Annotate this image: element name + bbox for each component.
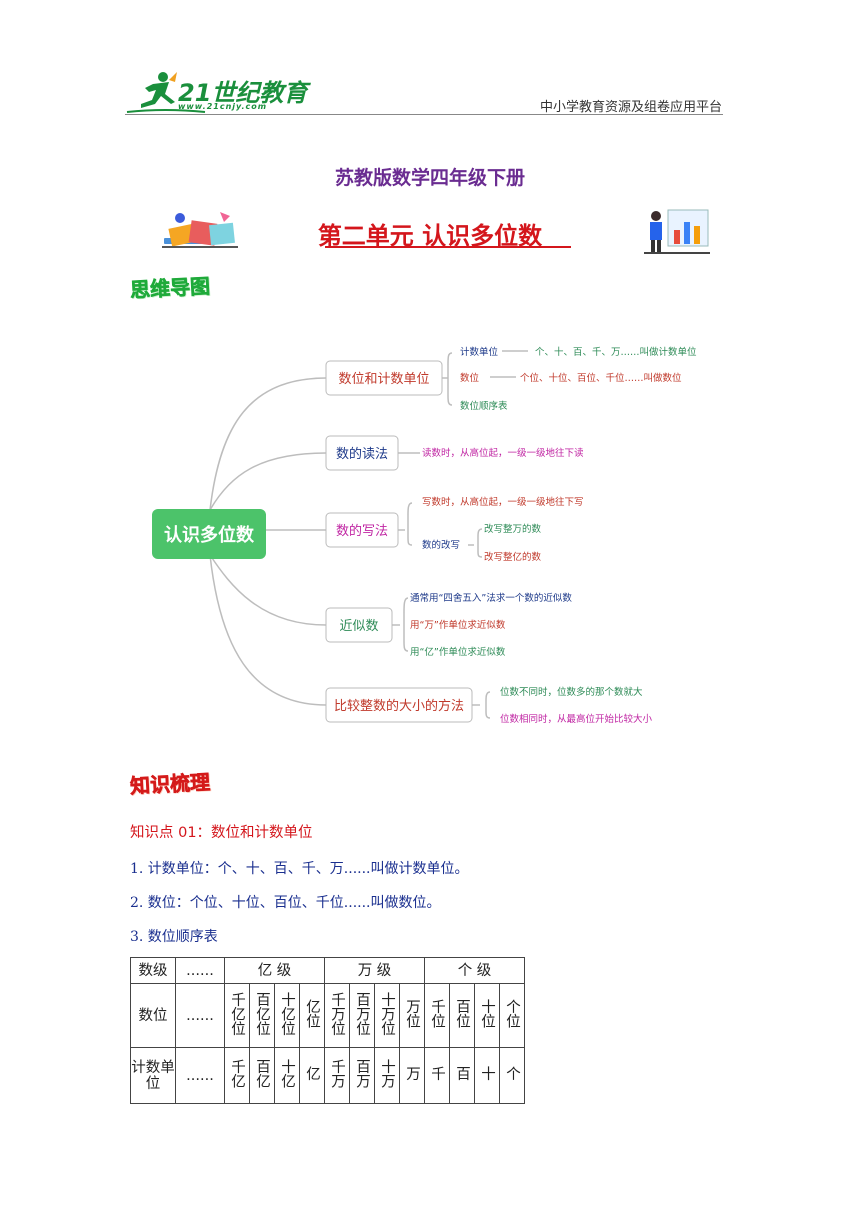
- mindmap-root: 认识多位数: [164, 524, 255, 546]
- position-cell: 十万位: [374, 983, 400, 1048]
- unit-title-underline: [325, 246, 571, 248]
- unit-cell: 十亿: [274, 1047, 300, 1104]
- header-divider: [125, 114, 723, 115]
- group-ge: 个 级: [424, 957, 525, 984]
- ellipsis-cell: ......: [175, 1047, 225, 1104]
- mindmap-leaf-detail: 个、十、百、千、万……叫做计数单位: [535, 346, 697, 358]
- ellipsis-cell: ......: [175, 983, 225, 1048]
- position-cell: 十位: [474, 983, 500, 1048]
- position-cell: 万位: [399, 983, 425, 1048]
- position-cell: 千亿位: [224, 983, 250, 1048]
- position-cell: 千万位: [324, 983, 350, 1048]
- knowledge-line-3: 3. 数位顺序表: [130, 929, 218, 945]
- unit-cell: 十: [474, 1047, 500, 1104]
- books-illustration-icon: [162, 212, 238, 248]
- mindmap-branch-box-5: [325, 687, 473, 723]
- unit-cell: 万: [399, 1047, 425, 1104]
- mindmap-branch-3: 数的写法: [336, 523, 388, 539]
- mindmap-branch-box-4: [325, 607, 393, 643]
- mindmap-leaf-detail: 个位、十位、百位、千位……叫做数位: [520, 372, 682, 384]
- mindmap-leaf: 写数时，从高位起，一级一级地往下写: [422, 496, 584, 508]
- logo-text: 21世纪教育: [178, 79, 308, 107]
- mindmap-heading: 思维导图: [129, 273, 211, 303]
- unit-cell: 百: [449, 1047, 475, 1104]
- mindmap-branch-box-3: [325, 512, 399, 548]
- mindmap-leaf: 数位顺序表: [460, 400, 508, 412]
- header-platform-text: 中小学教育资源及组卷应用平台: [540, 100, 723, 115]
- document-title: 苏教版数学四年级下册: [334, 167, 525, 189]
- position-cell: 百万位: [349, 983, 375, 1048]
- unit-cell: 千亿: [224, 1047, 250, 1104]
- unit-cell: 亿: [299, 1047, 325, 1104]
- position-cell: 百位: [449, 983, 475, 1048]
- mindmap-branch-1: 数位和计数单位: [338, 372, 429, 387]
- mindmap-branch-box-1: [325, 360, 443, 396]
- unit-cell: 千: [424, 1047, 450, 1104]
- group-wan: 万 级: [324, 957, 425, 984]
- mindmap-branch-5: 比较整数的大小的方法: [334, 698, 464, 714]
- knowledge-point-title: 知识点 01：数位和计数单位: [130, 825, 313, 841]
- unit-cell: 个: [499, 1047, 525, 1104]
- mindmap-branch-2: 数的读法: [336, 446, 388, 462]
- mindmap-leaf: 位数相同时，从最高位开始比较大小: [500, 713, 653, 725]
- mindmap-leaf: 位数不同时，位数多的那个数就大: [500, 686, 643, 698]
- mindmap-leaf: 用“万”作单位求近似数: [410, 619, 506, 631]
- unit-cell: 百万: [349, 1047, 375, 1104]
- unit-cell: 十万: [374, 1047, 400, 1104]
- position-cell: 百亿位: [249, 983, 275, 1048]
- mindmap-root-box: [152, 509, 266, 559]
- logo-url: www.21cnjy.com: [178, 102, 268, 111]
- position-cell: 亿位: [299, 983, 325, 1048]
- knowledge-heading: 知识梳理: [129, 769, 211, 799]
- mindmap-leaf: 通常用“四舍五入”法求一个数的近似数: [410, 592, 572, 604]
- unit-title: 第二单元 认识多位数: [317, 221, 543, 250]
- row-label-unit: 计数单位: [130, 1047, 176, 1104]
- mindmap-leaf: 用“亿”作单位求近似数: [410, 646, 506, 658]
- logo-runner-icon: [126, 72, 206, 113]
- mindmap-leaf: 数位: [460, 372, 480, 384]
- position-cell: 十亿位: [274, 983, 300, 1048]
- mindmap-leaf: 数的改写: [422, 539, 460, 551]
- knowledge-line-2: 2. 数位：个位、十位、百位、千位......叫做数位。: [130, 895, 441, 911]
- unit-cell: 百亿: [249, 1047, 275, 1104]
- place-value-table: 数级 ...... 亿 级 万 级 个 级 数位 ...... 千亿位 百亿位 …: [130, 957, 525, 1104]
- row-label-level: 数级: [130, 957, 176, 984]
- knowledge-line-1: 1. 计数单位：个、十、百、千、万......叫做计数单位。: [130, 861, 469, 877]
- mindmap-branch-box-2: [325, 435, 399, 471]
- row-label-position: 数位: [130, 983, 176, 1048]
- mindmap-diagram: 认识多位数 数位和计数单位 数的读法 数的写法 近似数 比较整数的大小的方法 计…: [152, 346, 697, 725]
- position-cell: 个位: [499, 983, 525, 1048]
- mindmap-leaf: 读数时，从高位起，一级一级地往下读: [422, 447, 584, 459]
- ellipsis-cell: ......: [175, 957, 225, 984]
- mindmap-branch-4: 近似数: [339, 619, 378, 634]
- mindmap-sub-leaf: 改写整亿的数: [484, 551, 542, 563]
- mindmap-sub-leaf: 改写整万的数: [484, 523, 542, 535]
- position-cell: 千位: [424, 983, 450, 1048]
- mindmap-leaf: 计数单位: [460, 346, 499, 358]
- group-yi: 亿 级: [224, 957, 325, 984]
- unit-cell: 千万: [324, 1047, 350, 1104]
- teacher-chart-illustration-icon: [644, 209, 710, 254]
